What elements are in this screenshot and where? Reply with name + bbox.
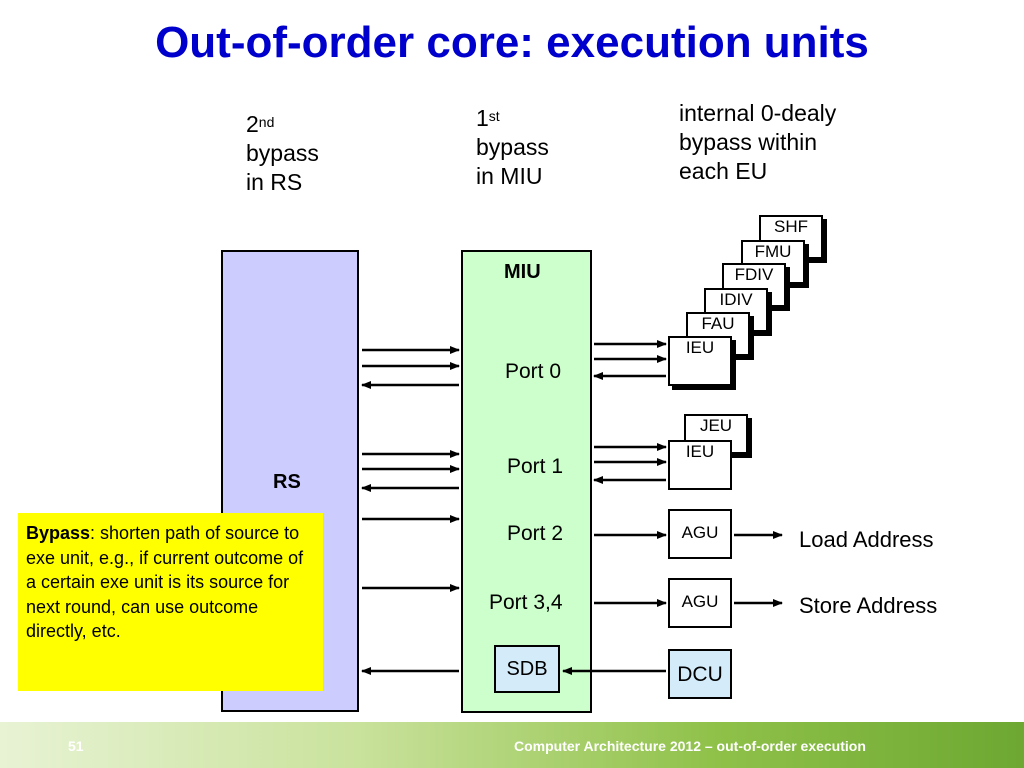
sdb-block: SDB <box>494 645 560 693</box>
second-bypass-line2: bypass <box>246 140 319 166</box>
eu-fmu-label: FMU <box>754 242 792 261</box>
eu-agu-load-label: AGU <box>681 523 719 542</box>
internal-line2: bypass within <box>679 129 818 155</box>
first-bypass-line2: bypass <box>476 134 549 160</box>
port2-label: Port 2 <box>507 522 564 545</box>
eu-agu-store-label: AGU <box>681 592 719 611</box>
sdb-label: SDB <box>506 658 548 680</box>
page-number: 51 <box>68 738 84 754</box>
bypass-note: Bypass: shorten path of source to exe un… <box>18 513 323 691</box>
second-bypass-label: 2nd bypass in RS <box>246 110 319 197</box>
eu-ieu-port1: IEU <box>668 440 732 490</box>
eu-agu-load: AGU <box>668 509 732 559</box>
first-bypass-line3: in MIU <box>476 163 543 189</box>
eu-agu-store: AGU <box>668 578 732 628</box>
internal-line1: internal 0-dealy <box>679 100 837 126</box>
page-title: Out-of-order core: execution units <box>155 18 869 67</box>
eu-shf-label: SHF <box>774 217 808 236</box>
eu-ieu-port0: IEU <box>668 336 732 386</box>
port0-label: Port 0 <box>505 360 562 383</box>
bypass-note-text: : shorten path of source to exe unit, e.… <box>26 523 304 641</box>
second-bypass-num: 2 <box>246 111 259 137</box>
eu-jeu-label: JEU <box>699 416 733 435</box>
port34-label: Port 3,4 <box>489 591 563 614</box>
rs-label: RS <box>273 471 301 493</box>
second-bypass-line3: in RS <box>246 169 303 195</box>
port1-label: Port 1 <box>507 455 564 478</box>
miu-label: MIU <box>504 261 541 283</box>
internal-bypass-label: internal 0-dealy bypass within each EU <box>679 99 836 186</box>
eu-fdiv-label: FDIV <box>734 265 774 284</box>
miu-block <box>461 250 592 713</box>
first-bypass-num: 1 <box>476 105 489 131</box>
internal-line3: each EU <box>679 158 768 184</box>
load-address-label: Load Address <box>799 527 934 552</box>
eu-ieu-port0-label: IEU <box>685 338 715 357</box>
footer-text: Computer Architecture 2012 – out-of-orde… <box>514 738 866 754</box>
second-bypass-sup: nd <box>258 114 275 130</box>
store-address-label: Store Address <box>799 593 938 618</box>
footer-bar <box>0 722 1024 768</box>
eu-fau-label: FAU <box>701 314 735 333</box>
first-bypass-label: 1st bypass in MIU <box>476 104 549 191</box>
eu-dcu-label: DCU <box>677 663 723 686</box>
bypass-note-bold: Bypass <box>26 523 91 543</box>
eu-ieu-port1-label: IEU <box>685 442 715 461</box>
eu-idiv-label: IDIV <box>719 290 753 309</box>
first-bypass-sup: st <box>488 108 500 124</box>
eu-dcu: DCU <box>668 649 732 699</box>
